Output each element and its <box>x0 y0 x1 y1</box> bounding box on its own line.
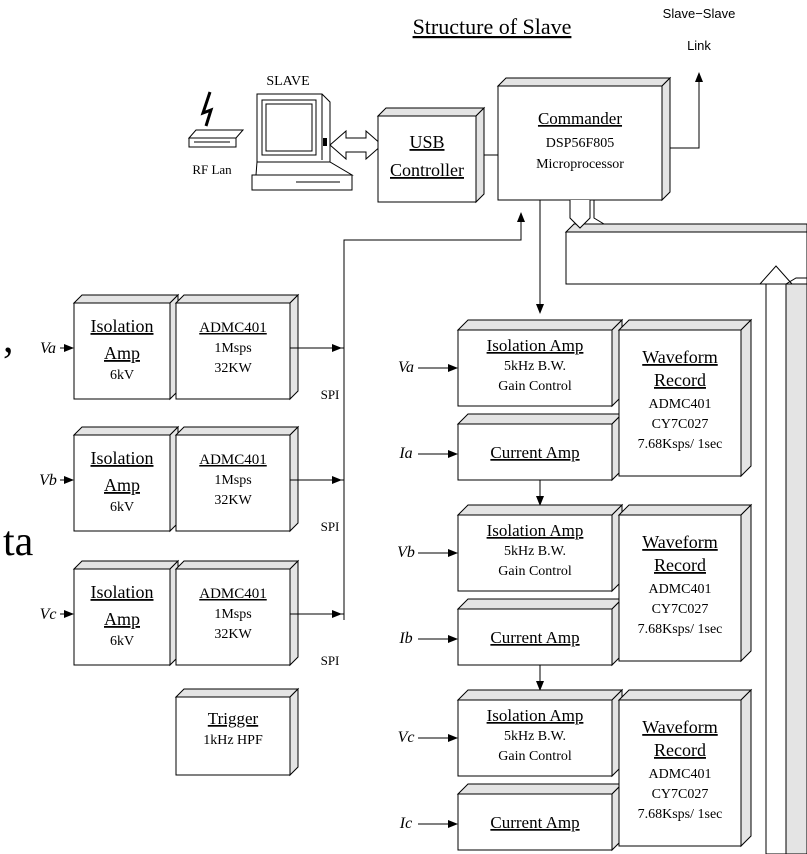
iso-amp-title-2: Isolation Amp <box>487 521 584 540</box>
iso-amp-gain-3: Gain Control <box>498 749 572 764</box>
admc401-title-1: ADMC401 <box>199 320 267 336</box>
left-input-label-3: Vc <box>40 606 57 623</box>
trigger-subtitle: 1kHz HPF <box>203 733 263 748</box>
admc401-rate-2: 1Msps <box>214 473 251 488</box>
record-adc-2: ADMC401 <box>648 582 711 597</box>
isolation-amp-amp-1: Amp <box>104 343 140 363</box>
iso-amp-title-1: Isolation Amp <box>487 336 584 355</box>
left-input-label-1: Va <box>40 340 56 357</box>
v-input-label-3: Vc <box>398 729 415 746</box>
page-title: Structure of Slave <box>413 14 572 39</box>
isolation-amp-voltage-3: 6kV <box>110 634 134 649</box>
iso-amp-bandwidth-3: 5kHz B.W. <box>504 729 566 744</box>
rf-lan-icon <box>189 92 243 147</box>
current-amp-title-1: Current Amp <box>490 443 579 462</box>
iso-amp-bandwidth-2: 5kHz B.W. <box>504 544 566 559</box>
current-amp-title-3: Current Amp <box>490 813 579 832</box>
record-title-2: Record <box>654 555 706 575</box>
iso-amp-gain-1: Gain Control <box>498 379 572 394</box>
isolation-amp-voltage-1: 6kV <box>110 368 134 383</box>
v-input-label-1: Va <box>398 359 414 376</box>
record-rate-2: 7.68Ksps/ 1sec <box>638 622 723 637</box>
admc401-memory-1: 32KW <box>214 361 252 376</box>
edge-fragment-comma: , <box>3 316 14 362</box>
admc401-title-2: ADMC401 <box>199 452 267 468</box>
waveform-title-2: Waveform <box>642 532 718 552</box>
trigger-block <box>176 689 298 775</box>
usb-controller-title-2: Controller <box>390 160 464 180</box>
commander-title: Commander <box>538 109 622 128</box>
edge-fragment-ta: ta <box>3 519 34 565</box>
record-rate-1: 7.68Ksps/ 1sec <box>638 437 723 452</box>
isolation-amp-amp-2: Amp <box>104 475 140 495</box>
iso-amp-bandwidth-1: 5kHz B.W. <box>504 359 566 374</box>
admc401-memory-2: 32KW <box>214 493 252 508</box>
record-adc-1: ADMC401 <box>648 397 711 412</box>
left-channels: IsolationAmp6kVADMC4011Msps32KWVaSPIIsol… <box>39 295 344 668</box>
record-ram-2: CY7C027 <box>652 602 709 617</box>
record-ram-1: CY7C027 <box>652 417 709 432</box>
i-input-label-3: Ic <box>399 815 412 832</box>
slave-slave-link-label-2: Link <box>687 38 711 53</box>
admc401-memory-3: 32KW <box>214 627 252 642</box>
left-input-label-2: Vb <box>39 472 57 489</box>
isolation-amp-title-2: Isolation <box>91 448 154 468</box>
iso-amp-title-3: Isolation Amp <box>487 706 584 725</box>
isolation-amp-title-3: Isolation <box>91 582 154 602</box>
current-amp-title-2: Current Amp <box>490 628 579 647</box>
record-ram-3: CY7C027 <box>652 787 709 802</box>
trigger-title: Trigger <box>208 709 259 728</box>
record-title-3: Record <box>654 740 706 760</box>
rf-lan-label: RF Lan <box>192 162 232 177</box>
spi-label-2: SPI <box>321 519 340 534</box>
waveform-title-1: Waveform <box>642 347 718 367</box>
admc401-rate-3: 1Msps <box>214 607 251 622</box>
i-input-label-2: Ib <box>398 630 412 647</box>
isolation-amp-voltage-2: 6kV <box>110 500 134 515</box>
admc401-rate-1: 1Msps <box>214 341 251 356</box>
usb-link-double-arrow <box>330 131 382 159</box>
commander-chip: DSP56F805 <box>546 136 614 151</box>
admc401-title-3: ADMC401 <box>199 586 267 602</box>
record-rate-3: 7.68Ksps/ 1sec <box>638 807 723 822</box>
usb-controller-block <box>378 108 484 202</box>
iso-amp-gain-2: Gain Control <box>498 564 572 579</box>
v-input-label-2: Vb <box>397 544 415 561</box>
record-adc-3: ADMC401 <box>648 767 711 782</box>
slave-label: SLAVE <box>266 74 309 89</box>
spi-label-1: SPI <box>321 387 340 402</box>
spi-label-3: SPI <box>321 653 340 668</box>
slave-slave-link-label-1: Slave−Slave <box>663 6 736 21</box>
commander-type: Microprocessor <box>536 157 624 172</box>
usb-controller-title-1: USB <box>409 132 444 152</box>
record-title-1: Record <box>654 370 706 390</box>
isolation-amp-amp-3: Amp <box>104 609 140 629</box>
isolation-amp-title-1: Isolation <box>91 316 154 336</box>
waveform-title-3: Waveform <box>642 717 718 737</box>
i-input-label-1: Ia <box>398 445 412 462</box>
